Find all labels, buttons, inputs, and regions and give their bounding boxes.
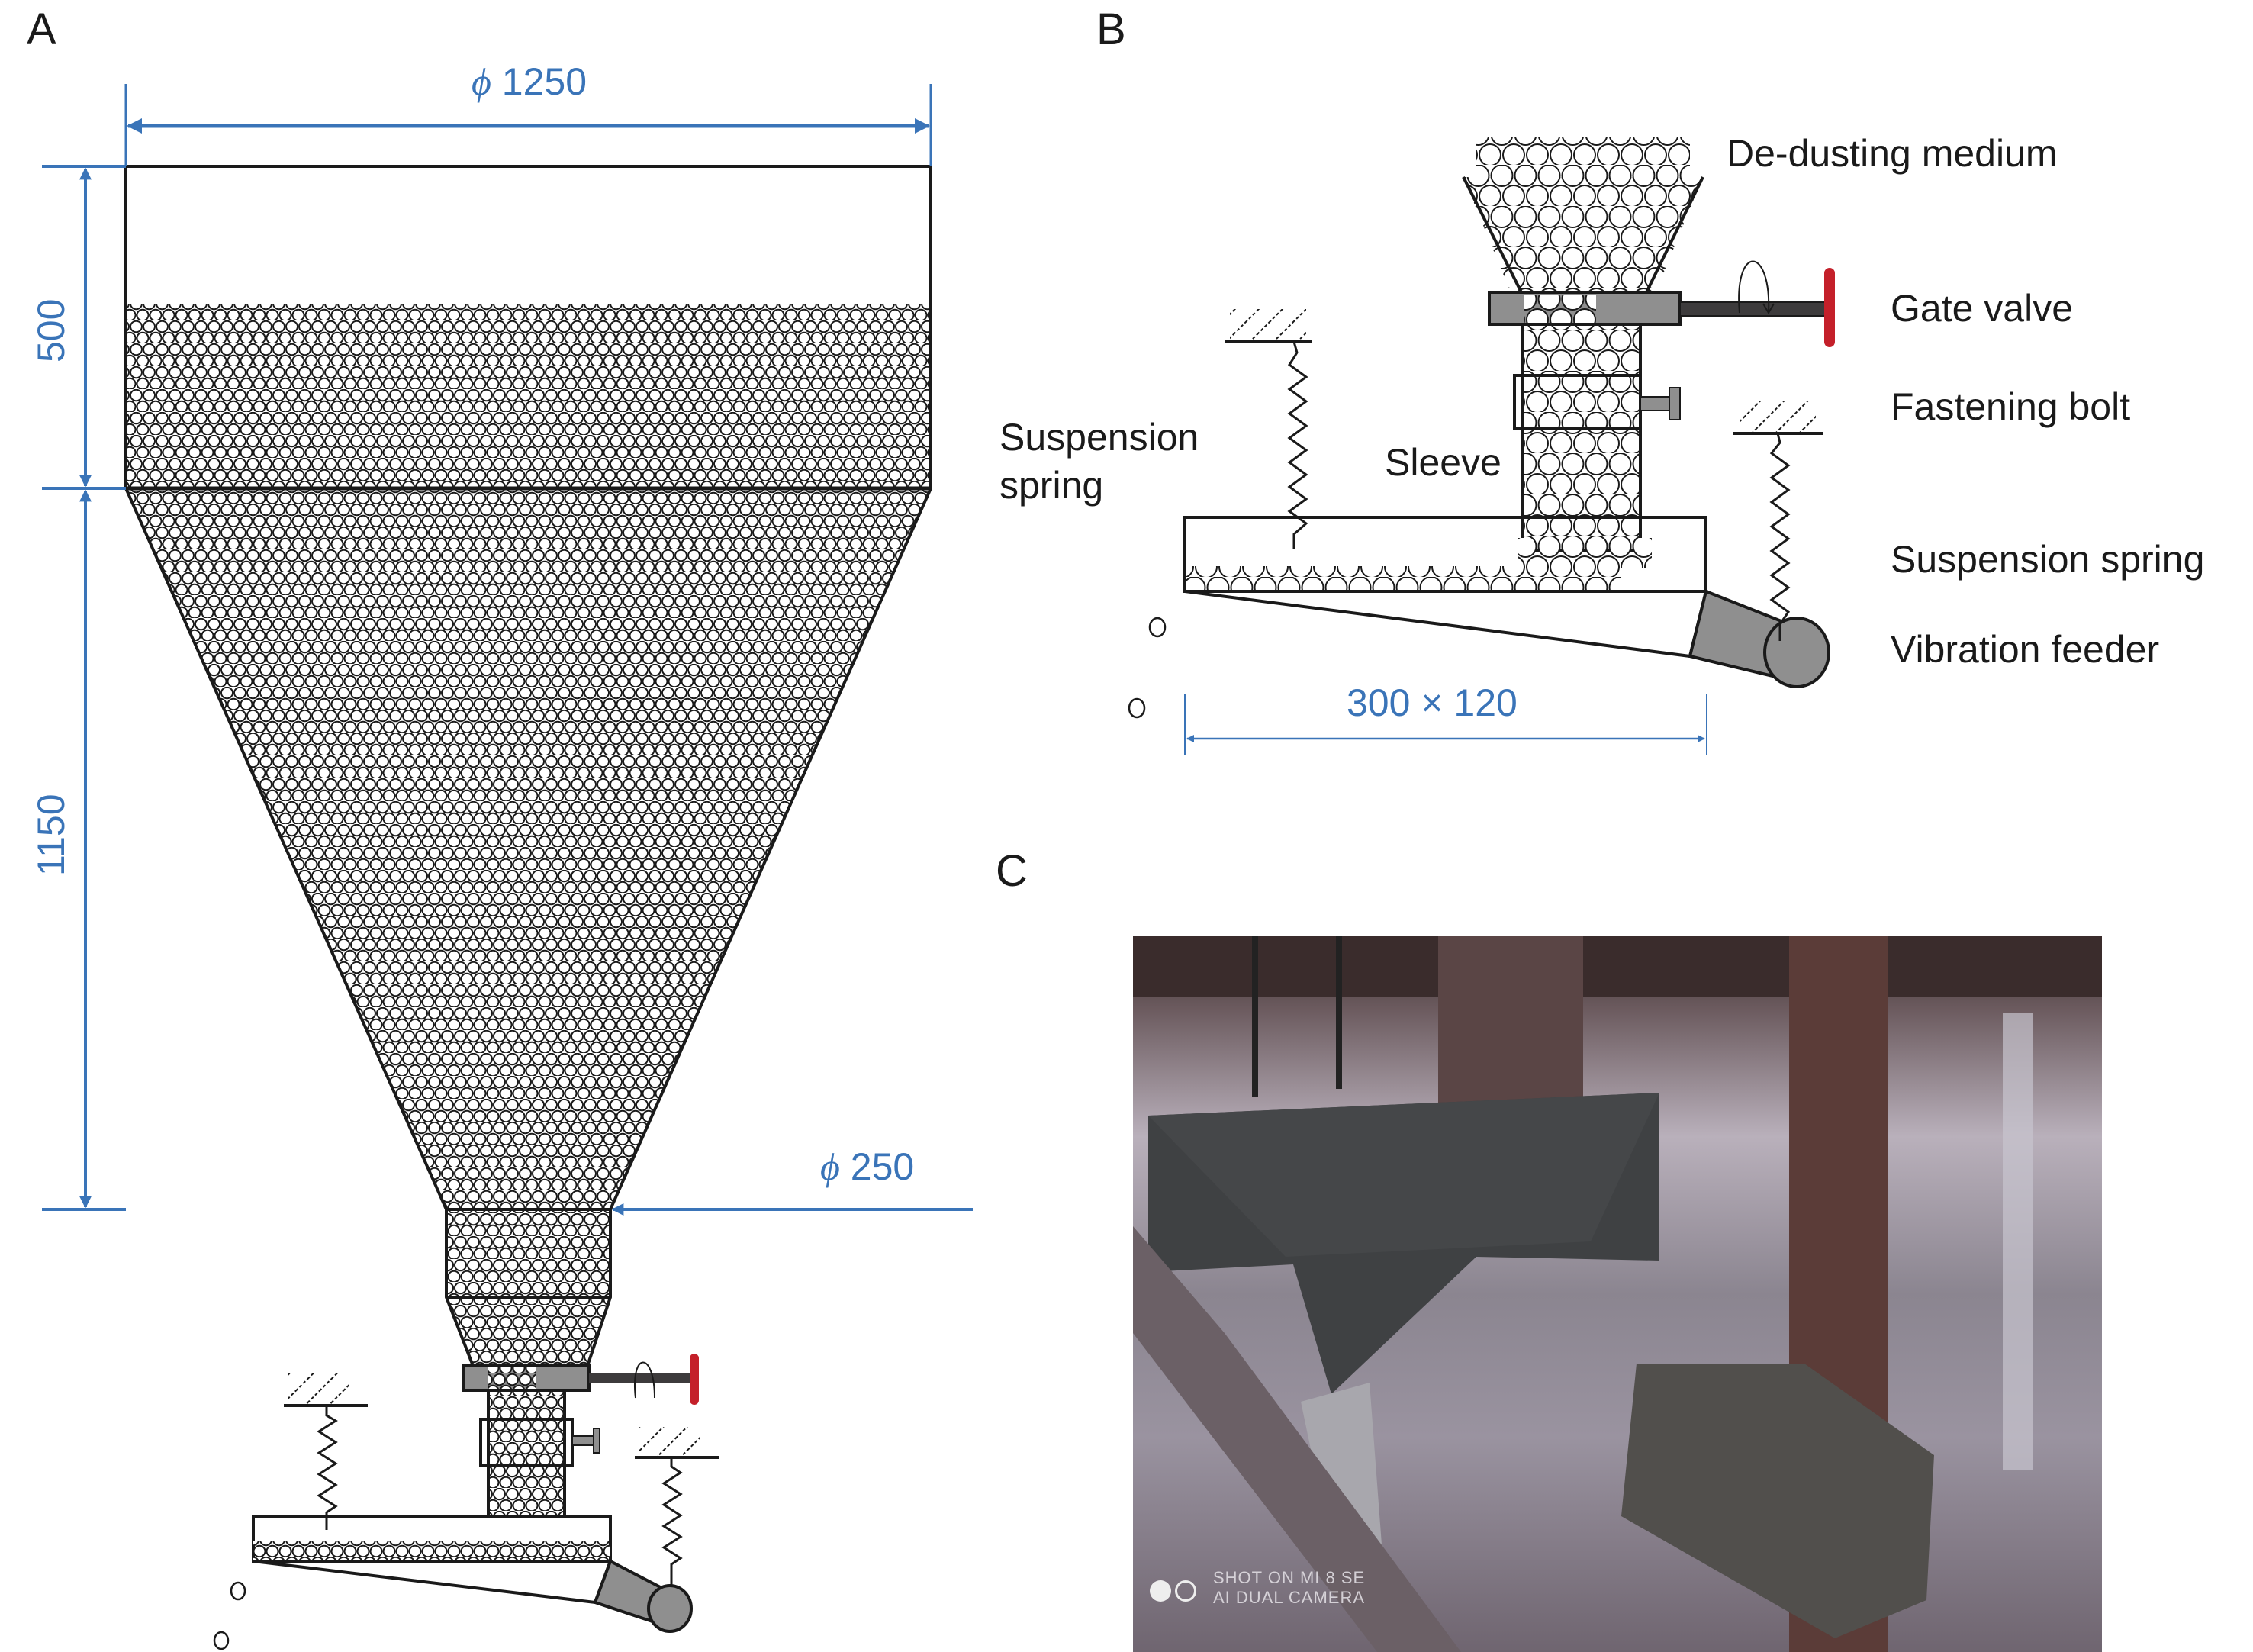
callout-dedusting-medium: De-dusting medium [1727,132,2058,175]
phi-symbol: ϕ [472,60,491,103]
fastening-bolt-b-head [1669,387,1681,420]
watermark-dot-filled [1150,1580,1171,1602]
callout-sleeve: Sleeve [1385,441,1501,484]
rotation-arrowhead-icon [1762,303,1775,314]
tray-media-heap [1518,538,1652,568]
phi-symbol: ϕ [820,1145,840,1188]
feeder-chute [253,1560,613,1605]
dim-label-cone-height: 1150 [30,794,72,876]
ceiling-hatch-b-left [1230,309,1306,341]
falling-particle-b [1128,697,1146,719]
falling-particle-b [1148,617,1167,638]
ceiling-beam [1133,936,2102,997]
gate-valve-stem [589,1373,692,1383]
dim-value: 250 [850,1145,915,1188]
gate-valve-opening [488,1367,536,1389]
funnel-media [1463,177,1703,292]
ceiling-hatch-right [639,1427,700,1457]
media-fill-upper [127,304,929,488]
medium-heap [1476,137,1690,179]
falling-particle [230,1581,246,1601]
fastening-bolt-head [593,1428,600,1454]
gate-valve-b-stem [1679,301,1826,317]
dim-label-upper-height: 500 [30,298,72,362]
insulated-pipe [2003,1013,2033,1470]
feeder-photo: SHOT ON MI 8 SE AI DUAL CAMERA [1133,936,2102,1652]
callout-line-1: Suspension [999,416,1199,459]
suspension-spring-left [317,1406,338,1530]
steel-column [1438,936,1583,1119]
callout-vibration-feeder: Vibration feeder [1891,628,2160,671]
suspension-spring-b-right [1769,433,1791,641]
callout-gate-valve: Gate valve [1891,287,2074,330]
column-b [1521,323,1642,552]
panel-a-hopper [124,165,932,1650]
panel-label-a: A [27,5,56,54]
callout-line-2: spring [999,463,1104,507]
suspension-spring-right [661,1457,683,1587]
vibration-motor-end [647,1584,693,1633]
callout-fastening-bolt: Fastening bolt [1891,385,2131,428]
diagonal-beam [1133,1226,1461,1652]
callout-suspension-spring-left: Suspension spring [999,414,1199,509]
tray-media [253,1541,610,1561]
panel-label-c: C [996,846,1028,896]
rotation-arrow-b-icon [1738,260,1770,314]
rotation-arrow-icon [634,1361,655,1399]
suspension-spring-b-left [1287,341,1308,549]
tray-media-b [1186,566,1621,591]
vibration-motor [1621,1364,1934,1638]
funnel-wall-right [1645,176,1704,293]
media-fill-cone [127,488,929,1209]
dim-label-outlet-diameter: ϕ 250 [820,1145,914,1189]
media-fill-neck [446,1209,610,1366]
panel-label-b: B [1096,5,1126,54]
photo-scene [1133,936,2102,1652]
watermark-line-1: SHOT ON MI 8 SE [1213,1568,1366,1587]
callout-suspension-spring-right: Suspension spring [1891,538,2205,581]
falling-particle [213,1631,230,1650]
dim-label-top-diameter: ϕ 1250 [472,60,587,104]
ceiling-hatch-left [288,1373,349,1404]
panel-b-detail [1128,137,1835,755]
ceiling-hatch-b-right [1740,401,1816,433]
watermark-line-2: AI DUAL CAMERA [1213,1588,1366,1607]
funnel-wall-left [1462,176,1523,293]
hopper-top [1148,1093,1659,1257]
fastening-bolt-b [1640,396,1672,411]
gate-valve-b-opening [1524,295,1596,324]
panel-a-dimensions [42,84,973,1216]
watermark-dot-ring [1175,1580,1196,1602]
feeder-chute-b [1184,590,1708,659]
dim-label-tray-size: 300 × 120 [1347,681,1518,724]
fastening-bolt [571,1435,596,1446]
vibration-motor-b-end [1763,617,1830,688]
dim-value: 1250 [501,60,587,103]
camera-watermark: SHOT ON MI 8 SE AI DUAL CAMERA [1213,1568,1365,1608]
